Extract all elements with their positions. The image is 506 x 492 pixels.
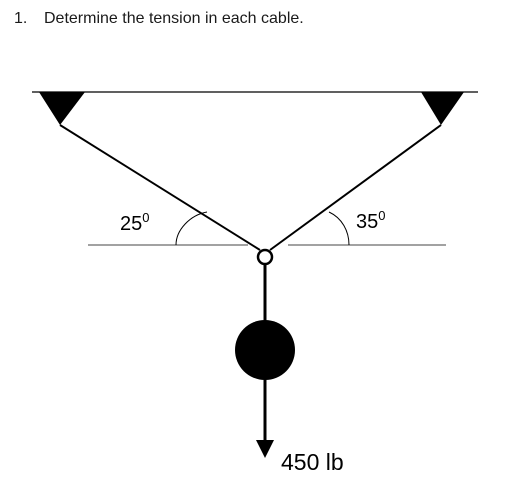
- problem-text: Determine the tension in each cable.: [44, 10, 304, 27]
- problem-number: 1.: [14, 10, 28, 27]
- right-cable: [269, 124, 442, 251]
- left-angle-arc: [175, 211, 208, 246]
- left-cable: [59, 124, 261, 251]
- right-angle-arc: [328, 211, 350, 246]
- right-angle-label: 350: [356, 208, 385, 233]
- right-support-triangle: [421, 92, 464, 125]
- problem-statement: 1. Determine the tension in each cable.: [14, 10, 304, 28]
- load-arrowhead: [256, 440, 274, 458]
- load-label: 450 lb: [281, 449, 344, 475]
- left-support-triangle: [39, 92, 85, 125]
- hanging-mass: [235, 320, 295, 380]
- joint-ring: [256, 248, 274, 266]
- left-angle-label: 250: [120, 210, 149, 235]
